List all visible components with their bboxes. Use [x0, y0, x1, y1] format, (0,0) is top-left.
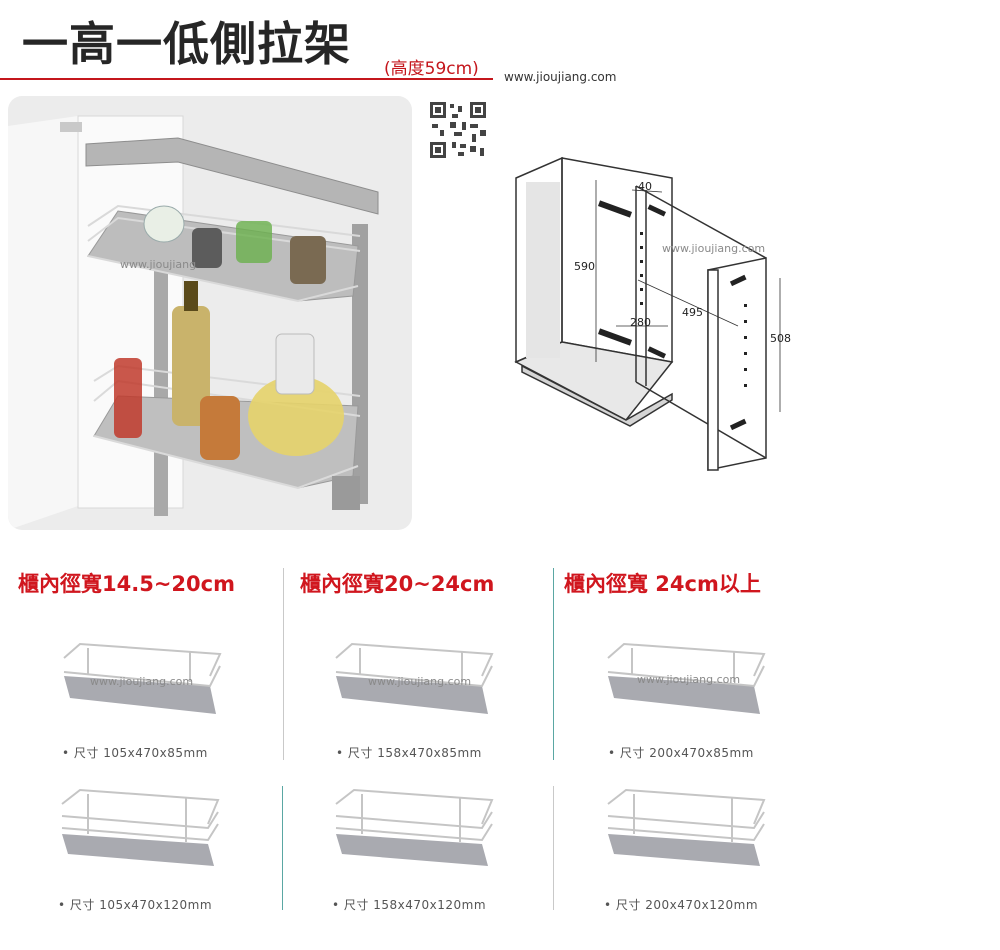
column-divider — [283, 568, 284, 760]
basket-watermark: www.jioujiang.com — [90, 675, 194, 688]
dim-side-height: 508 — [770, 332, 791, 345]
basket-low-image — [607, 642, 766, 714]
product-photo: www.jioujiang — [8, 96, 412, 530]
category-heading-wide: 櫃內徑寬 24cm以上 — [564, 572, 761, 596]
category-heading-medium: 櫃內徑寬20~24cm — [300, 572, 495, 596]
spec-size-high: • 尺寸 200x470x120mm — [604, 898, 759, 912]
diagram-watermark: www.jioujiang.com — [662, 242, 766, 255]
spec-size-high: • 尺寸 158x470x120mm — [332, 898, 487, 912]
pull-out-rack-illustration — [8, 115, 379, 530]
spec-size-high: • 尺寸 105x470x120mm — [58, 898, 213, 912]
spec-size-low: • 尺寸 200x470x85mm — [608, 746, 754, 760]
qr-code-icon[interactable] — [428, 100, 488, 160]
dim-top-depth: 40 — [638, 180, 652, 193]
category-heading-narrow: 櫃內徑寬14.5~20cm — [18, 572, 235, 596]
photo-watermark: www.jioujiang — [120, 258, 197, 271]
title-underline — [0, 78, 493, 80]
dim-height: 590 — [574, 260, 595, 273]
spec-size-low: • 尺寸 158x470x85mm — [336, 746, 482, 760]
column-divider — [282, 786, 283, 910]
basket-high-image — [335, 788, 494, 866]
cabinet-line-drawing — [514, 156, 781, 471]
basket-watermark: www.jioujiang.com — [368, 675, 472, 688]
basket-watermark: www.jioujiang.com — [637, 673, 741, 686]
column-divider — [553, 786, 554, 910]
page-title: 一高一低側拉架 — [22, 17, 351, 71]
spec-size-low: • 尺寸 105x470x85mm — [62, 746, 208, 760]
basket-low-image — [63, 642, 222, 714]
column-divider — [553, 568, 554, 760]
basket-high-image — [61, 788, 220, 866]
basket-high-image — [607, 788, 766, 866]
basket-low-image — [335, 642, 494, 714]
site-url[interactable]: www.jioujiang.com — [504, 70, 617, 84]
dim-width: 495 — [682, 306, 703, 319]
dimension-diagram: 40 590 495 280 508 www.jioujiang.com — [512, 150, 812, 480]
dim-inner: 280 — [630, 316, 651, 329]
page-subtitle: (高度59cm) — [384, 59, 479, 79]
